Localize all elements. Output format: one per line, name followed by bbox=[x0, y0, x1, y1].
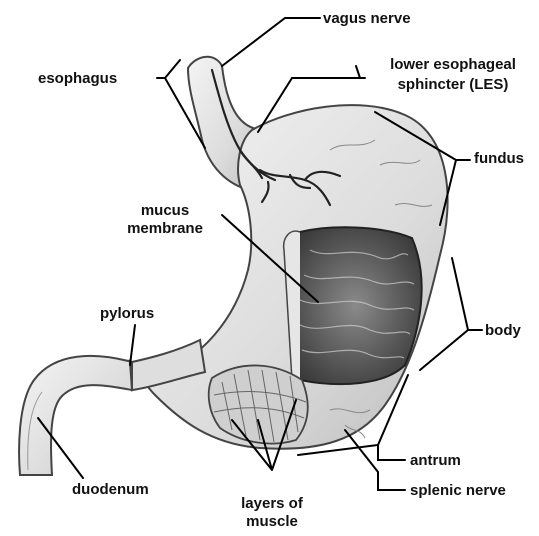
label-pylorus: pylorus bbox=[100, 305, 154, 323]
label-antrum: antrum bbox=[410, 452, 461, 470]
label-body: body bbox=[485, 322, 521, 340]
label-esophagus: esophagus bbox=[38, 70, 117, 88]
label-les-line1: lower esophageal bbox=[368, 56, 538, 74]
label-layers-line1: layers of bbox=[222, 495, 322, 513]
label-layers-line2: muscle bbox=[222, 513, 322, 531]
label-duodenum: duodenum bbox=[72, 481, 149, 499]
label-splenic-nerve: splenic nerve bbox=[410, 482, 506, 500]
label-les-line2: sphincter (LES) bbox=[368, 76, 538, 94]
duodenum-tube bbox=[19, 356, 132, 475]
label-mucus-line2: membrane bbox=[110, 220, 220, 238]
label-vagus-nerve: vagus nerve bbox=[323, 10, 411, 28]
label-mucus-line1: mucus bbox=[110, 202, 220, 220]
mucosa-window bbox=[289, 227, 422, 384]
label-fundus: fundus bbox=[474, 150, 524, 168]
